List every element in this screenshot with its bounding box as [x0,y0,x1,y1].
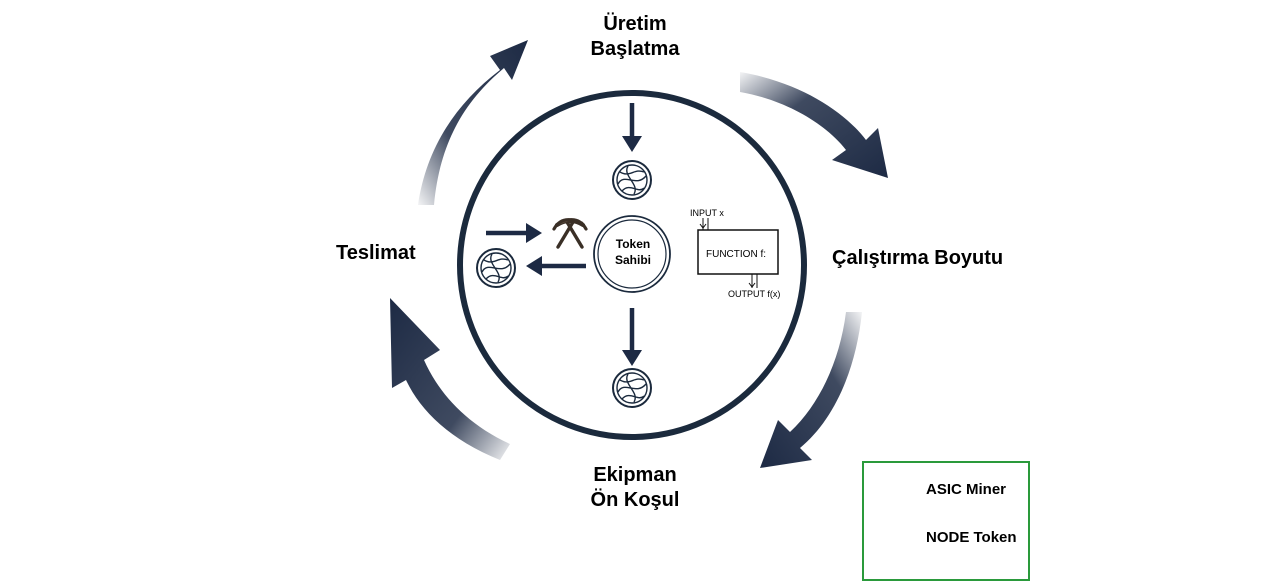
arrow-right-in-icon [486,223,542,243]
legend-asic-miner-label: ASIC Miner [926,481,1007,498]
cycle-arrow-top-left [418,40,528,205]
arrow-down-top-icon [622,103,642,152]
token-holder-label: Token Sahibi [603,236,663,268]
token-holder-circle [593,215,671,293]
stage-label-start-line2: Başlatma [590,38,680,60]
legend-box: ASIC Miner NODE Token [862,461,1030,581]
cycle-arrow-top-right [740,72,888,178]
function-input-label: INPUT x [690,208,724,218]
token-holder-line2: Sahibi [614,253,651,267]
arrow-left-out-icon [526,256,586,276]
cycle-arrow-bottom-left [390,298,510,460]
stage-label-run-size: Çalıştırma Boyutu [832,247,1004,269]
stage-label-start: Üretim Başlatma [560,12,710,62]
node-token-globe-icon-bottom [612,368,652,408]
node-token-globe-icon-left [476,248,516,288]
cycle-diagram [390,40,915,559]
cycle-arrow-bottom-right [760,312,862,468]
node-token-globe-icon-top [612,160,652,200]
token-holder-line1: Token [615,237,651,251]
function-box [697,218,779,288]
function-name-label: FUNCTION f: [706,249,766,260]
stage-label-equipment-line1: Ekipman [593,464,677,486]
stage-label-delivery: Teslimat [336,242,416,264]
stage-label-equipment-line2: Ön Koşul [590,489,680,511]
function-output-label: OUTPUT f(x) [728,289,781,299]
legend-node-token-label: NODE Token [926,529,1017,546]
stage-label-start-line1: Üretim [603,13,667,35]
arrow-down-bottom-icon [622,308,642,366]
stage-label-equipment: Ekipman Ön Koşul [560,463,710,513]
